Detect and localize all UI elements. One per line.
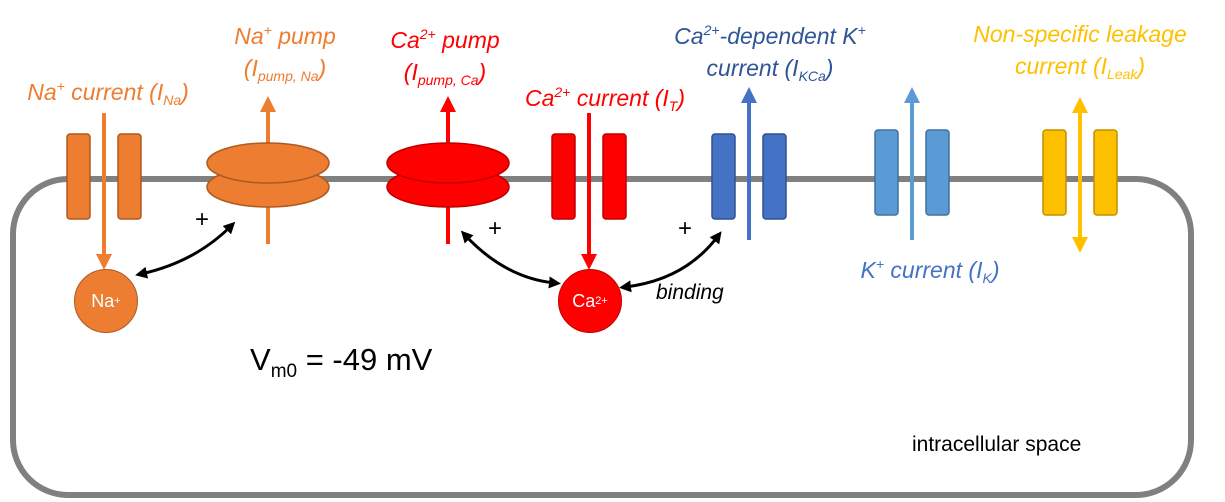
na-ion: Na+ bbox=[74, 269, 138, 333]
kca-channel bbox=[711, 87, 787, 240]
ca-pump-activation-arrow bbox=[460, 230, 561, 289]
na-pump-activation-arrow bbox=[135, 221, 236, 279]
na-channel bbox=[66, 113, 142, 270]
ca-pump-label: Ca2+ pump (Ipump, Ca) bbox=[390, 26, 500, 88]
binding-label: binding bbox=[656, 281, 724, 304]
k-channel bbox=[874, 87, 950, 240]
kca-plus-sign: + bbox=[678, 215, 693, 242]
kca-binding-arrow bbox=[619, 231, 722, 293]
leak-channel bbox=[1042, 97, 1118, 253]
ca-pump bbox=[386, 96, 510, 244]
ca-pump-plus-sign: + bbox=[488, 215, 503, 242]
resting-potential-label: Vm0 = -49 mV bbox=[250, 342, 433, 383]
ca-channel bbox=[551, 113, 627, 270]
na-pump-plus-sign: + bbox=[195, 206, 210, 233]
kca-current-label: Ca2+-dependent K+ current (IKCa) bbox=[674, 22, 866, 84]
ca-current-label: Ca2+ current (IT) bbox=[524, 84, 686, 114]
na-pump bbox=[206, 96, 330, 244]
cell-membrane bbox=[10, 176, 1194, 498]
intracellular-space-label: intracellular space bbox=[912, 433, 1082, 456]
leak-current-label: Non-specific leakage current (ILeak) bbox=[973, 21, 1187, 82]
k-current-label: K+ current (IK) bbox=[860, 256, 1000, 286]
na-current-label: Na+ current (INa) bbox=[27, 78, 189, 108]
na-pump-label: Na+ pump (Ipump, Na) bbox=[234, 22, 336, 84]
